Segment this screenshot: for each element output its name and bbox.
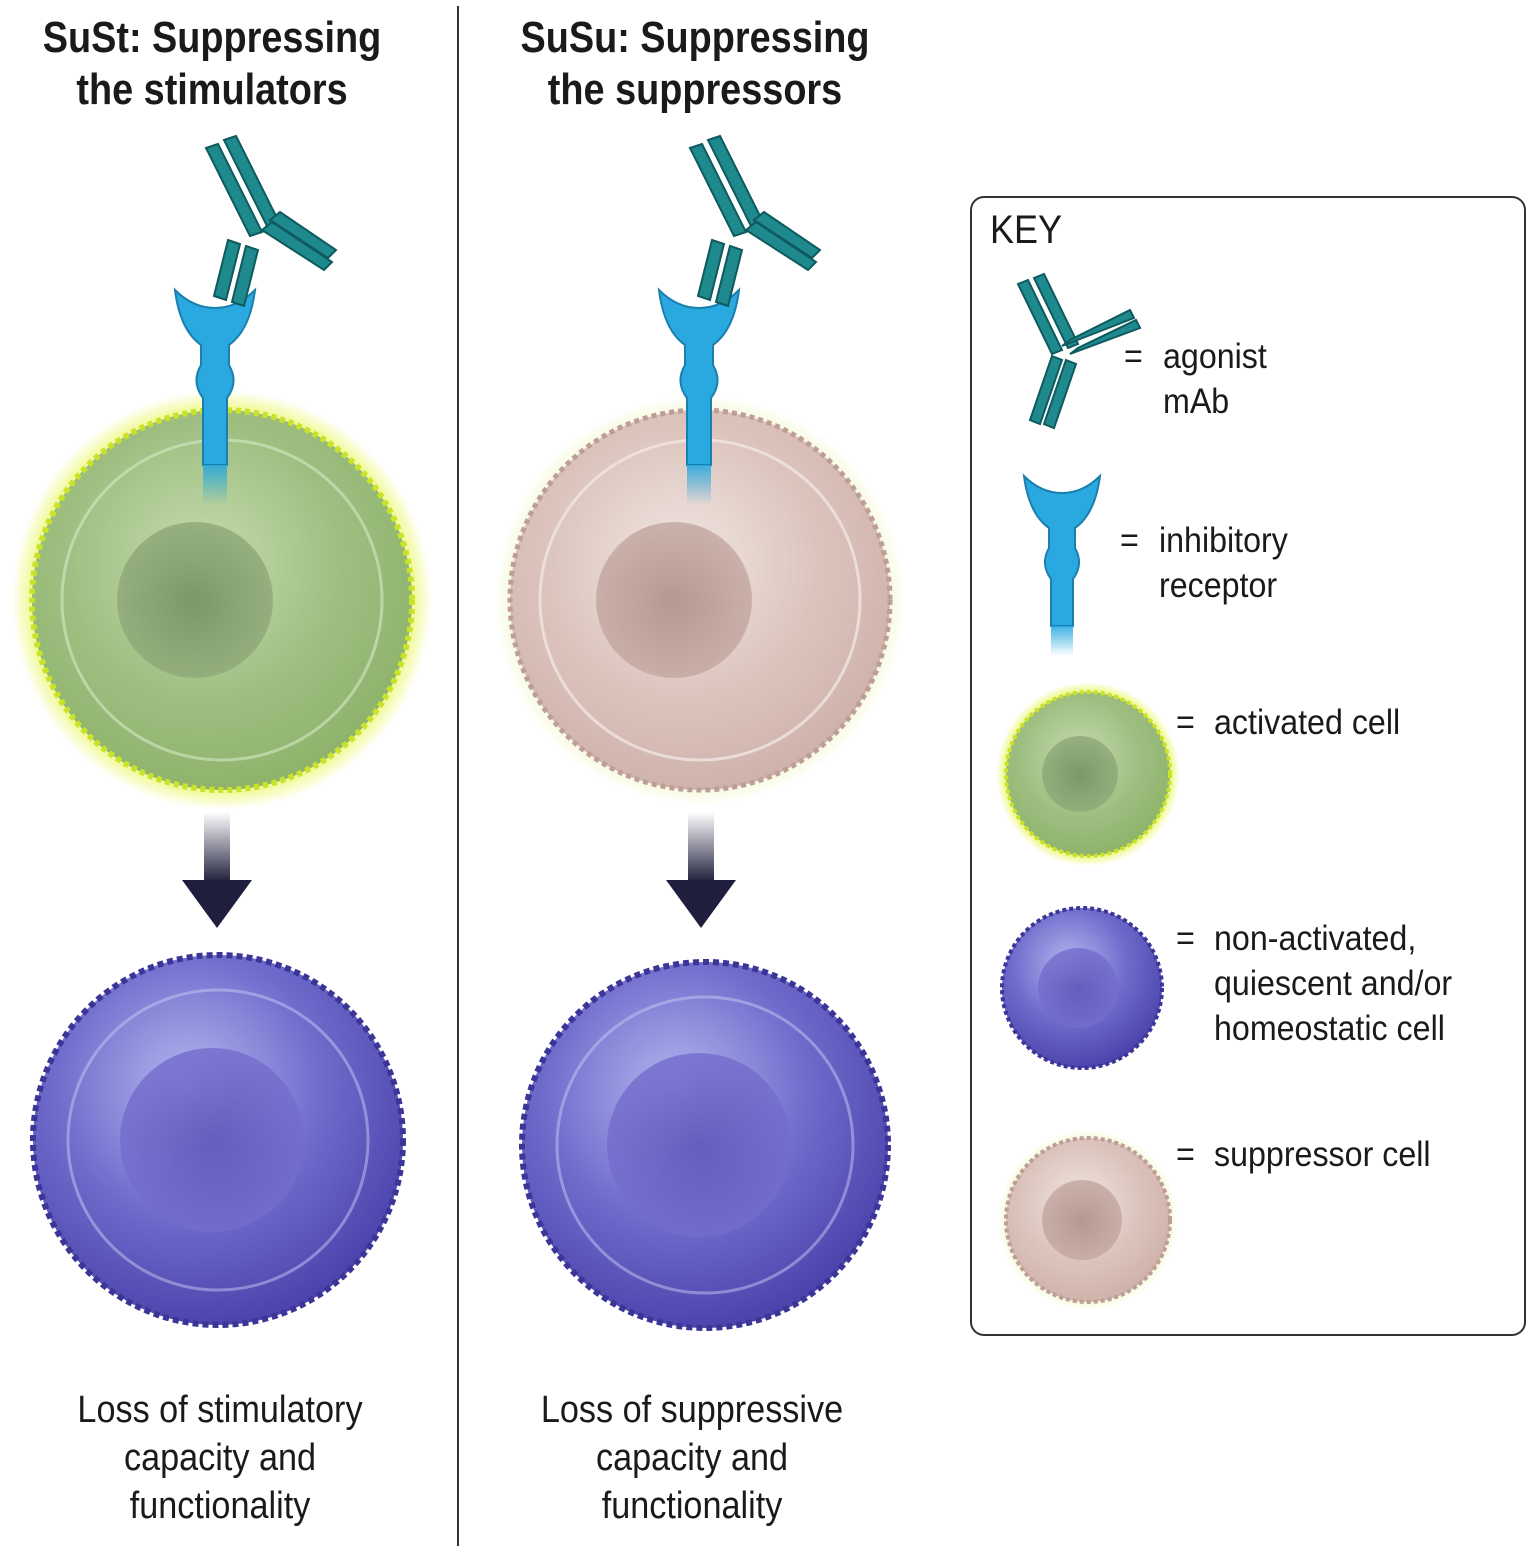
key-label-non-activated: non-activated, quiescent and/or homeosta…	[1214, 919, 1453, 1048]
panel-susu-illustration	[495, 134, 905, 1331]
panel-susu-inhibitory-receptor-icon	[657, 287, 741, 505]
key-label-antibody: agonist mAb	[1163, 337, 1267, 421]
panel-susu-title-line2: the suppressors	[547, 65, 843, 114]
activated-cell-icon	[996, 682, 1180, 866]
panel-sust-illustration	[12, 134, 432, 1328]
key-equals-non-activated: =	[1176, 919, 1195, 958]
panel-susu-suppressor-cell	[495, 395, 905, 805]
panel-sust-antibody-icon	[204, 134, 338, 308]
panel-susu-down-arrow	[666, 812, 736, 928]
panel-sust-title-line2: the stimulators	[76, 65, 348, 114]
key-equals-receptor: =	[1120, 521, 1139, 560]
suppressor-cell-icon	[998, 1130, 1178, 1310]
panel-sust-caption-line1: Loss of stimulatory	[77, 1389, 363, 1431]
antibody-icon	[1016, 272, 1142, 430]
panel-sust-caption: Loss of stimulatory capacity and functio…	[22, 1386, 418, 1530]
panel-sust-inhibitory-receptor-icon	[173, 287, 257, 505]
panel-susu-caption: Loss of suppressive capacity and functio…	[494, 1386, 890, 1530]
panel-susu-antibody-icon	[688, 134, 822, 308]
panel-sust-caption-line3: functionality	[129, 1485, 311, 1527]
panel-sust-activated-cell	[12, 390, 432, 810]
panel-sust-non-activated-cell	[30, 952, 406, 1328]
key-equals-antibody: =	[1124, 337, 1143, 376]
key-equals-suppressor: =	[1176, 1135, 1195, 1174]
panel-susu-caption-line3: functionality	[601, 1485, 783, 1527]
key-box	[970, 196, 1526, 1336]
panel-susu-title-line1: SuSu: Suppressing	[520, 13, 870, 62]
panel-susu-non-activated-cell	[519, 959, 891, 1331]
panel-sust-down-arrow	[182, 812, 252, 928]
inhibitory-receptor-icon	[1022, 473, 1102, 656]
key-label-suppressor: suppressor cell	[1214, 1135, 1431, 1174]
panel-divider	[457, 6, 459, 1546]
panel-susu-caption-line2: capacity and	[595, 1437, 789, 1479]
panel-sust-title-line1: SuSt: Suppressing	[42, 13, 382, 62]
key-equals-activated: =	[1176, 703, 1195, 742]
key-label-receptor: inhibitory receptor	[1159, 521, 1288, 605]
panel-sust-title: SuSt: Suppressing the stimulators	[23, 12, 401, 116]
panel-susu-caption-line1: Loss of suppressive	[540, 1389, 844, 1431]
non-activated-cell-icon	[1000, 906, 1164, 1070]
key-title: KEY	[990, 208, 1063, 252]
key-label-activated: activated cell	[1214, 703, 1401, 742]
panel-sust-caption-line2: capacity and	[123, 1437, 317, 1479]
key-icons	[996, 272, 1180, 1310]
panel-susu-title: SuSu: Suppressing the suppressors	[506, 12, 884, 116]
